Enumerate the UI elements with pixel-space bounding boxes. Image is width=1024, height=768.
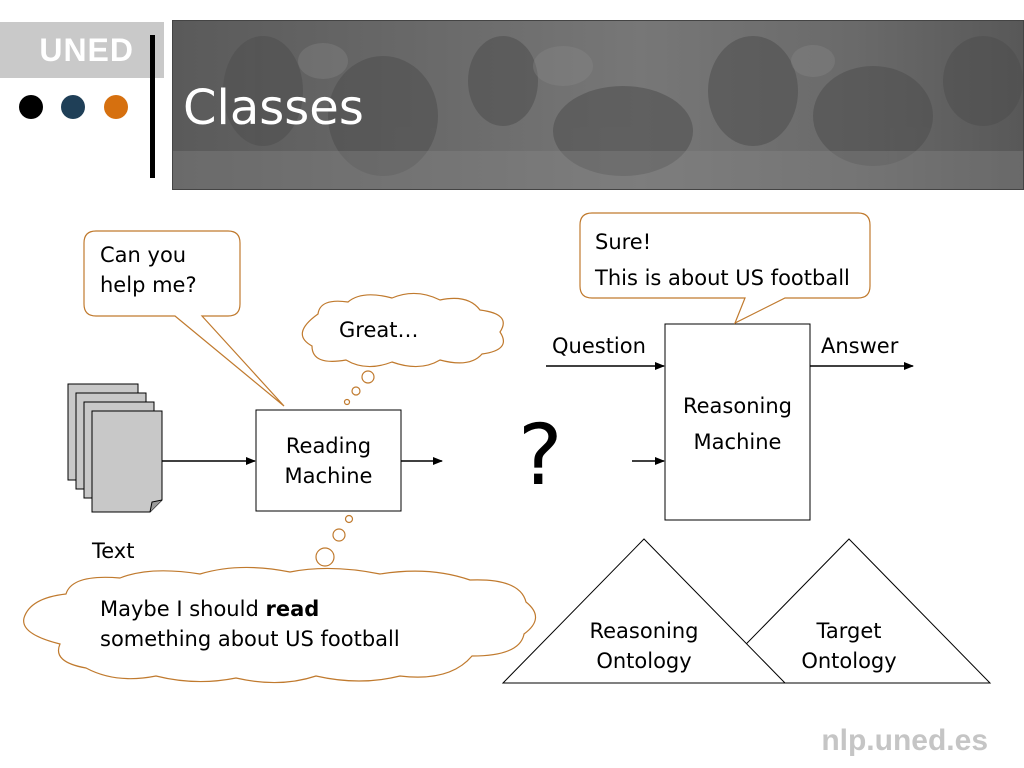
reasoning-machine-box [664,323,811,521]
target-ontology-label: Target Ontology [779,616,919,676]
thought-read-prefix: Maybe I should [100,597,266,621]
reading-machine-line-2: Machine [284,464,373,488]
thought-great-text: Great… [339,318,419,342]
target-ontology-triangle [706,538,992,684]
thought-read-line-1: Maybe I should read [100,594,400,624]
text-documents-icon [67,383,163,513]
page-title: Classes [183,80,364,136]
dot-navy [61,95,85,119]
reasoning-machine-label: Reasoning Machine [665,388,810,460]
speech-help-text: Can you help me? [100,240,197,300]
reasoning-ontology-line-2: Ontology [596,649,692,673]
speech-sure-line-2: This is about US football [595,266,850,290]
speech-help-line-1: Can you [100,243,187,267]
speech-sure-line-1: Sure! [595,230,652,254]
dot-orange [104,95,128,119]
text-label: Text [92,539,135,563]
reasoning-ontology-triangle [501,538,787,684]
thought-cloud-great [301,292,504,406]
header-banner: Classes [172,20,1024,190]
thought-read-text: Maybe I should read something about US f… [100,594,400,654]
reasoning-ontology-label: Reasoning Ontology [574,616,714,676]
banner-photo-texture [173,36,1023,189]
answer-label: Answer [821,334,899,358]
speech-bubble-help [83,230,285,407]
dot-black [19,95,43,119]
reasoning-ontology-line-1: Reasoning [589,619,699,643]
target-ontology-line-2: Ontology [801,649,897,673]
question-mark: ? [518,406,563,504]
thought-read-bold: read [265,597,320,621]
speech-bubble-sure [579,212,871,325]
uned-logo: UNED [0,22,164,78]
thought-read-line-2: something about US football [100,627,400,651]
reading-machine-label: Reading Machine [256,431,401,491]
reasoning-machine-line-1: Reasoning [682,394,792,418]
reading-machine-line-1: Reading [285,434,372,458]
reading-machine-box [255,409,402,512]
footer-site: nlp.uned.es [821,724,988,757]
reasoning-machine-line-2: Machine [693,430,782,454]
speech-sure-text: Sure! This is about US football [595,224,850,296]
header-divider [150,35,155,178]
target-ontology-line-1: Target [816,619,882,643]
thought-cloud-read [23,514,537,684]
question-label: Question [552,334,646,358]
speech-help-line-2: help me? [100,273,197,297]
